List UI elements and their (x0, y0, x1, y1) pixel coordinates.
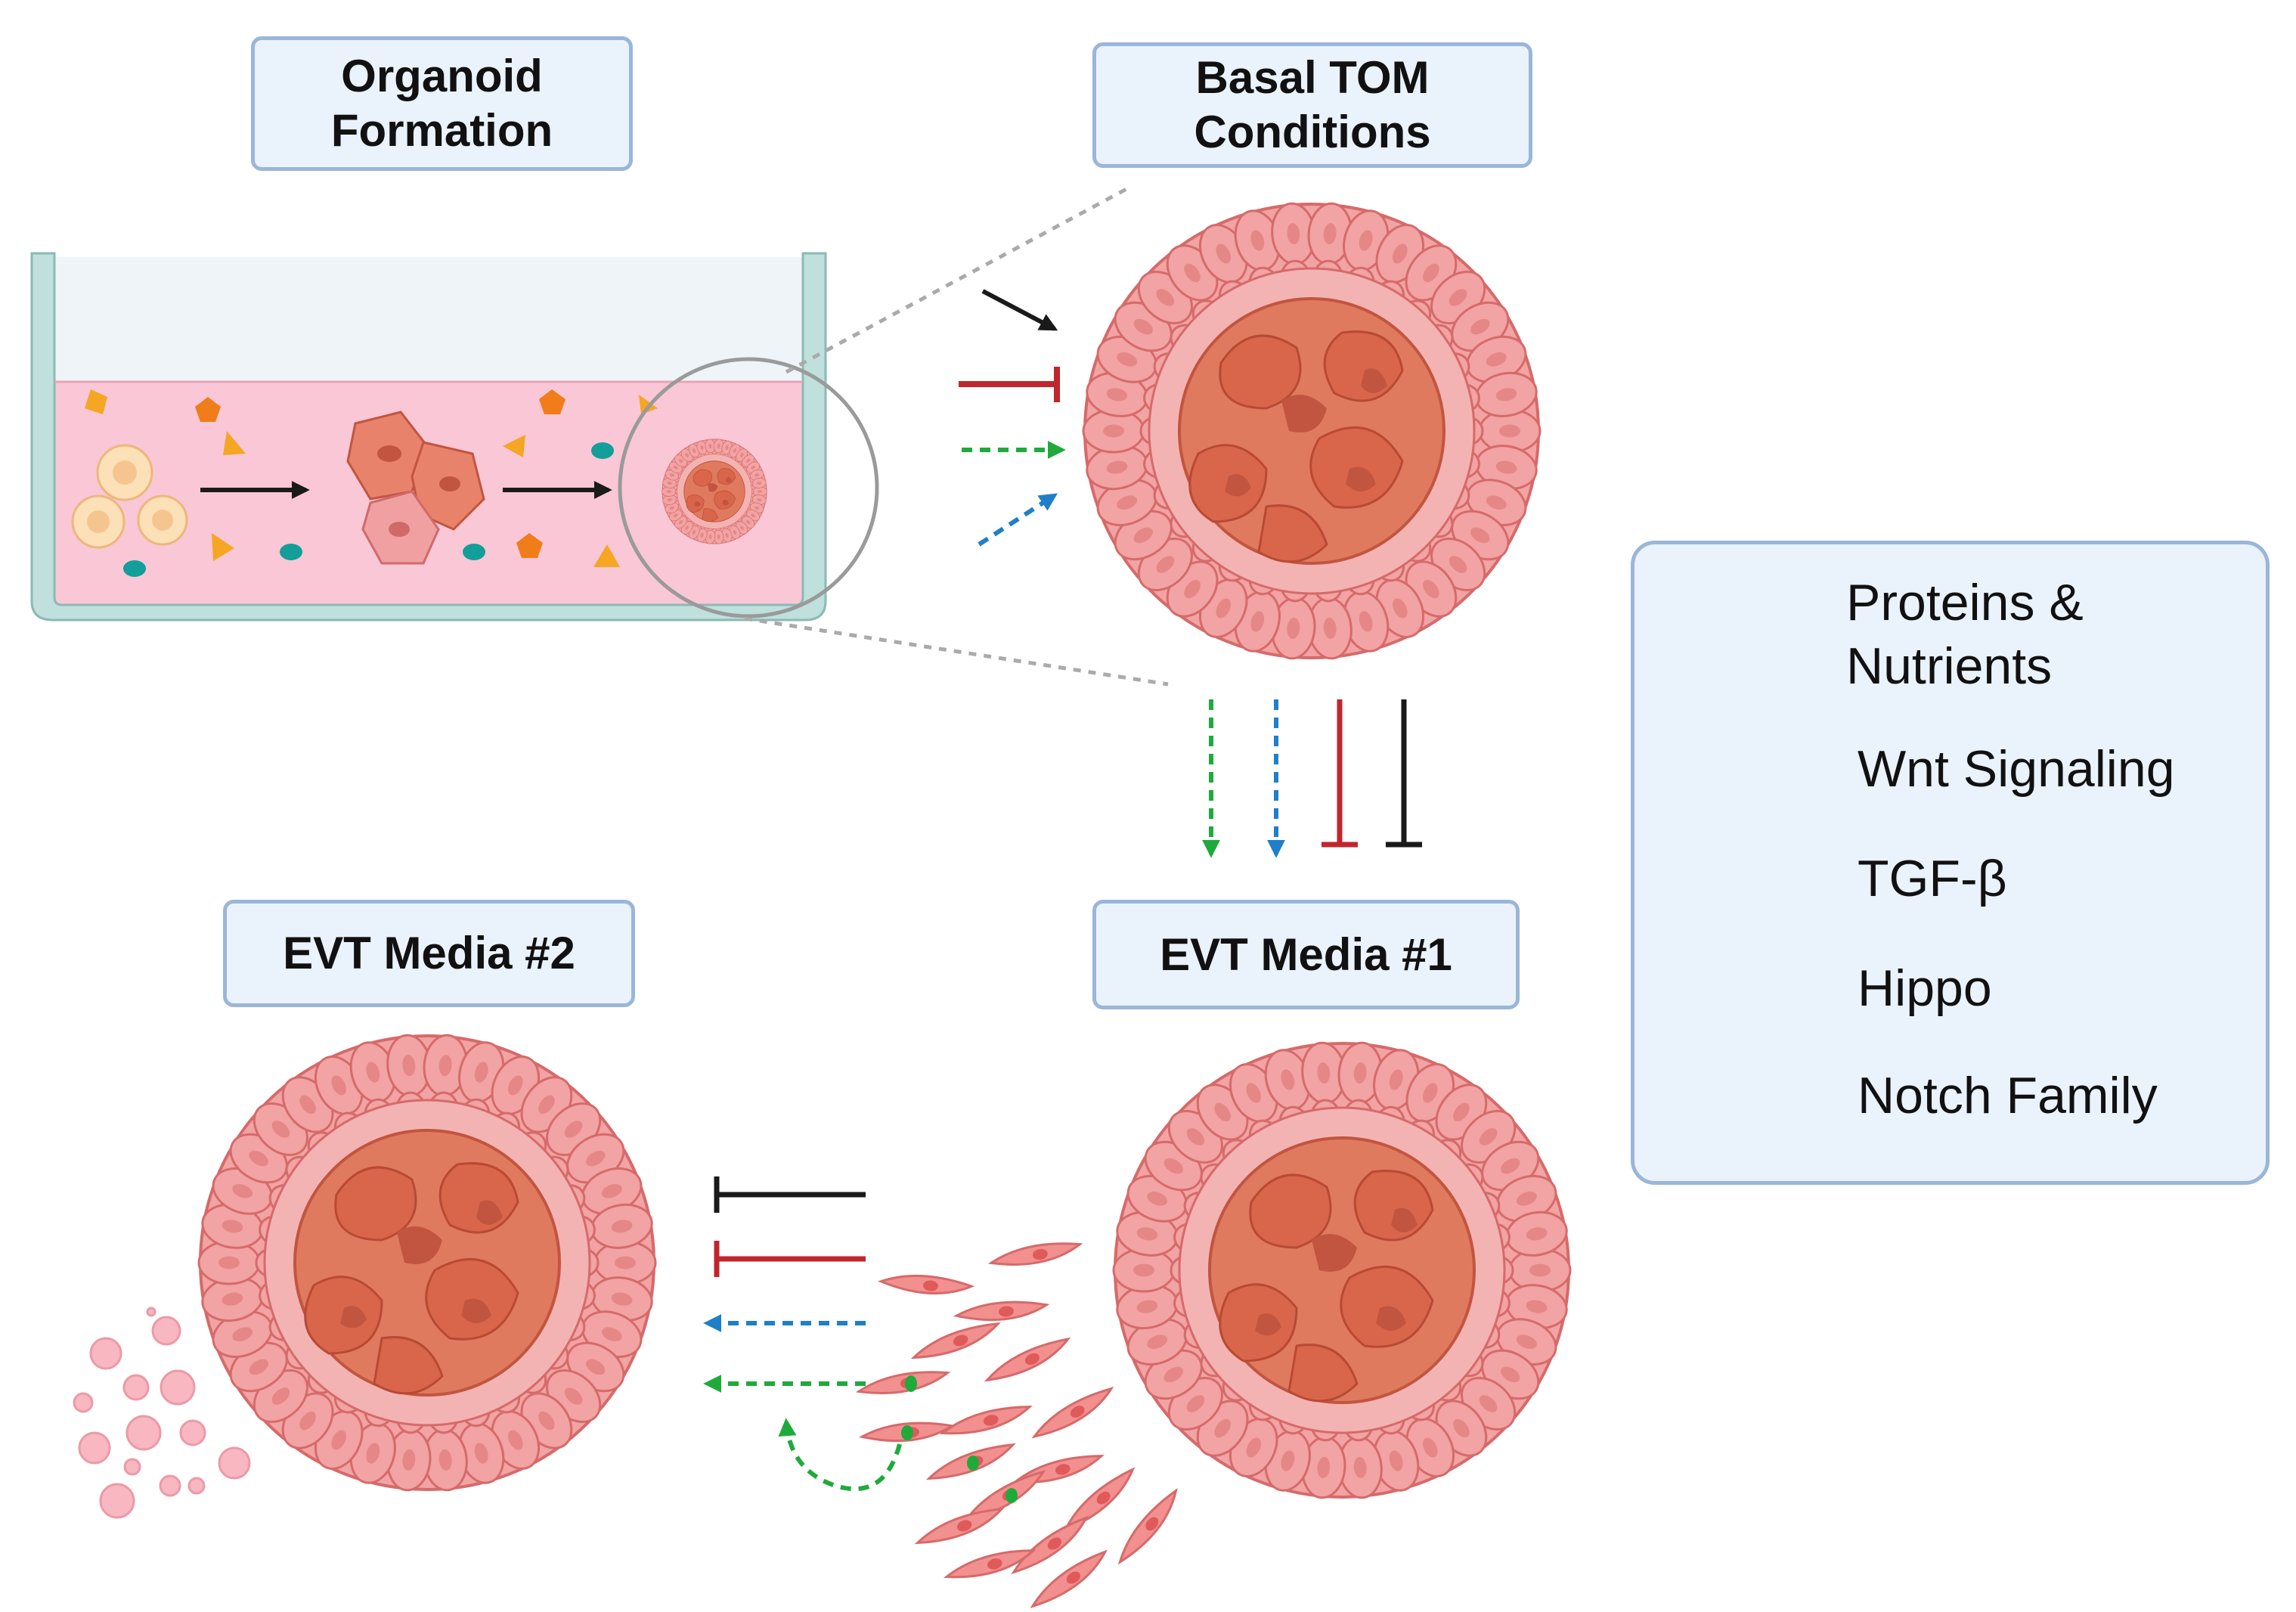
evt-media-2-text: EVT Media #2 (283, 928, 575, 978)
legend-wnt-label: Wnt Signaling (1858, 740, 2175, 798)
evt2-organoid (197, 1031, 658, 1494)
evt-signals (703, 1176, 902, 1492)
organoid-formation-label: Organoid Formation (251, 36, 633, 171)
basal-tom-organoid (1081, 200, 1542, 662)
evt-media-2-label: EVT Media #2 (223, 900, 635, 1007)
evt-notch-loop (778, 1418, 902, 1492)
legend-notch-label: Notch Family (1858, 1067, 2158, 1124)
zoom-circle (618, 357, 879, 618)
nutrient-particles (85, 389, 658, 577)
transition-signals (1202, 699, 1422, 858)
evt-media-1-text: EVT Media #1 (1160, 928, 1452, 980)
evt1-organoid (1111, 1039, 1572, 1502)
secreted-vesicles (73, 1307, 251, 1519)
basal-tom-text: Basal TOM Conditions (1194, 52, 1431, 157)
culture-dish (30, 252, 879, 622)
organoid-formation-text: Organoid Formation (330, 51, 553, 156)
basal-tom-label: Basal TOM Conditions (1092, 42, 1532, 168)
migrating-evt-cells (856, 1237, 1185, 1612)
zoom-line-bottom (744, 616, 1169, 687)
stem-cells (71, 444, 188, 549)
small-organoid (662, 438, 767, 545)
basal-signals (959, 289, 1066, 547)
evt-media-1-label: EVT Media #1 (1092, 900, 1520, 1009)
aggregating-cells (346, 411, 485, 565)
legend-hippo-label: Hippo (1858, 959, 1992, 1017)
zoom-line-top (785, 187, 1128, 374)
basal-wnt-arrow (981, 289, 1058, 331)
legend-proteins-label: Proteins & Nutrients (1846, 574, 2084, 695)
legend-box: Proteins & Nutrients Wnt Signaling TGF-β… (1631, 541, 2270, 1185)
basal-hippo-arrow (978, 493, 1058, 547)
legend-tgf-label: TGF-β (1858, 850, 2007, 907)
